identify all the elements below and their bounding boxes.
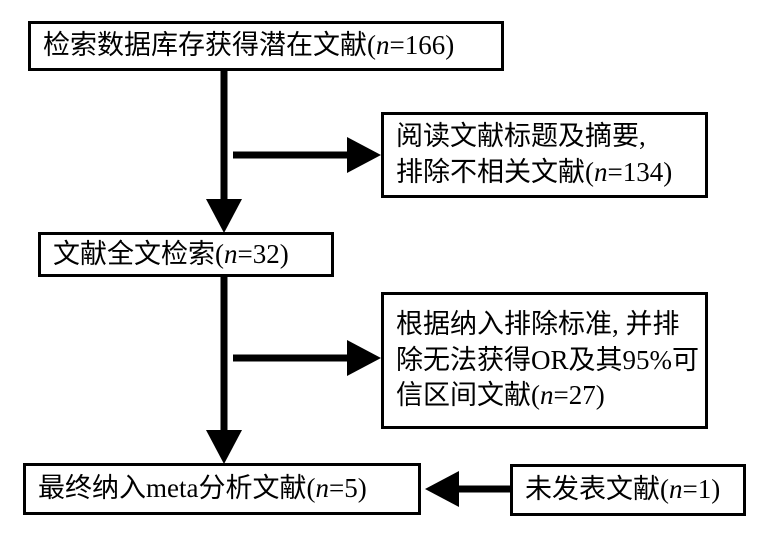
box-exclude-criteria-line-1: 根据纳入排除标准, 并排 bbox=[396, 309, 680, 340]
arrow-fulltext-to-exclude2 bbox=[233, 340, 381, 376]
arrow-search-to-exclude1 bbox=[233, 137, 381, 173]
box-exclude-title-abstract: 阅读文献标题及摘要, 排除不相关文献(n=134) bbox=[381, 112, 708, 198]
box-full-text-retrieval: 文献全文检索(n=32) bbox=[38, 232, 334, 277]
box-exclude-title-abstract-line-2: 排除不相关文献(n=134) bbox=[396, 157, 673, 187]
box-exclude-title-abstract-line-1: 阅读文献标题及摘要, bbox=[396, 121, 646, 152]
box-final-included: 最终纳入meta分析文献(n=5) bbox=[23, 463, 421, 515]
box-exclude-criteria-line-2: 除无法获得OR及其95%可 bbox=[396, 344, 699, 375]
box-exclude-criteria-line-3: 信区间文献(n=27) bbox=[396, 380, 605, 411]
box-database-search-line-1: 检索数据库存获得潜在文献(n=166) bbox=[43, 30, 455, 61]
arrow-unpublished-to-final bbox=[425, 471, 510, 507]
box-final-included-line-1: 最终纳入meta分析文献(n=5) bbox=[38, 473, 367, 504]
box-unpublished-literature-line-1: 未发表文献(n=1) bbox=[525, 474, 721, 505]
box-full-text-retrieval-line-1: 文献全文检索(n=32) bbox=[53, 238, 289, 269]
box-exclude-criteria: 根据纳入排除标准, 并排 除无法获得OR及其95%可 信区间文献(n=27) bbox=[381, 292, 708, 429]
box-database-search: 检索数据库存获得潜在文献(n=166) bbox=[28, 21, 504, 71]
arrow-search-to-fulltext bbox=[206, 71, 242, 233]
box-unpublished-literature: 未发表文献(n=1) bbox=[510, 464, 746, 516]
arrow-fulltext-to-final bbox=[206, 277, 242, 464]
